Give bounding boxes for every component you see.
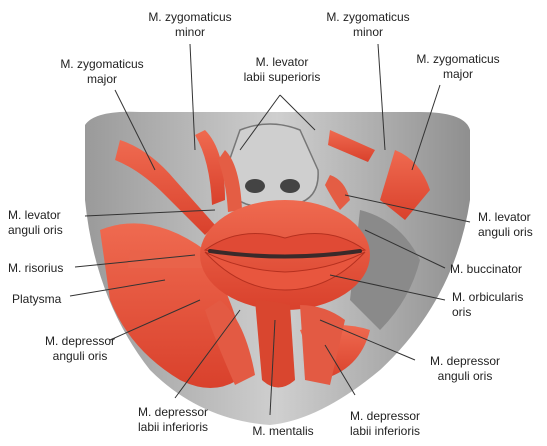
label-depressor-labii-inferioris-right: M. depressor labii inferioris — [330, 409, 440, 439]
label-platysma: Platysma — [12, 292, 82, 307]
label-mentalis: M. mentalis — [238, 424, 328, 439]
label-buccinator: M. buccinator — [450, 262, 545, 277]
label-depressor-anguli-oris-right: M. depressor anguli oris — [415, 354, 515, 384]
label-levator-anguli-oris-left: M. levator anguli oris — [8, 208, 98, 238]
label-levator-labii-superioris: M. levator labii superioris — [232, 55, 332, 85]
label-orbicularis-oris: M. orbicularis oris — [452, 290, 544, 320]
label-zygomaticus-minor-left: M. zygomaticus minor — [145, 10, 235, 40]
nostril-left — [245, 179, 265, 193]
label-zygomaticus-minor-right: M. zygomaticus minor — [318, 10, 418, 40]
label-zygomaticus-major-right: M. zygomaticus major — [408, 52, 508, 82]
label-depressor-anguli-oris-left: M. depressor anguli oris — [30, 334, 130, 364]
label-depressor-labii-inferioris-left: M. depressor labii inferioris — [118, 405, 228, 435]
label-levator-anguli-oris-right: M. levator anguli oris — [478, 210, 546, 240]
label-zygomaticus-major-left: M. zygomaticus major — [52, 57, 152, 87]
label-risorius: M. risorius — [8, 261, 88, 276]
nostril-right — [280, 179, 300, 193]
